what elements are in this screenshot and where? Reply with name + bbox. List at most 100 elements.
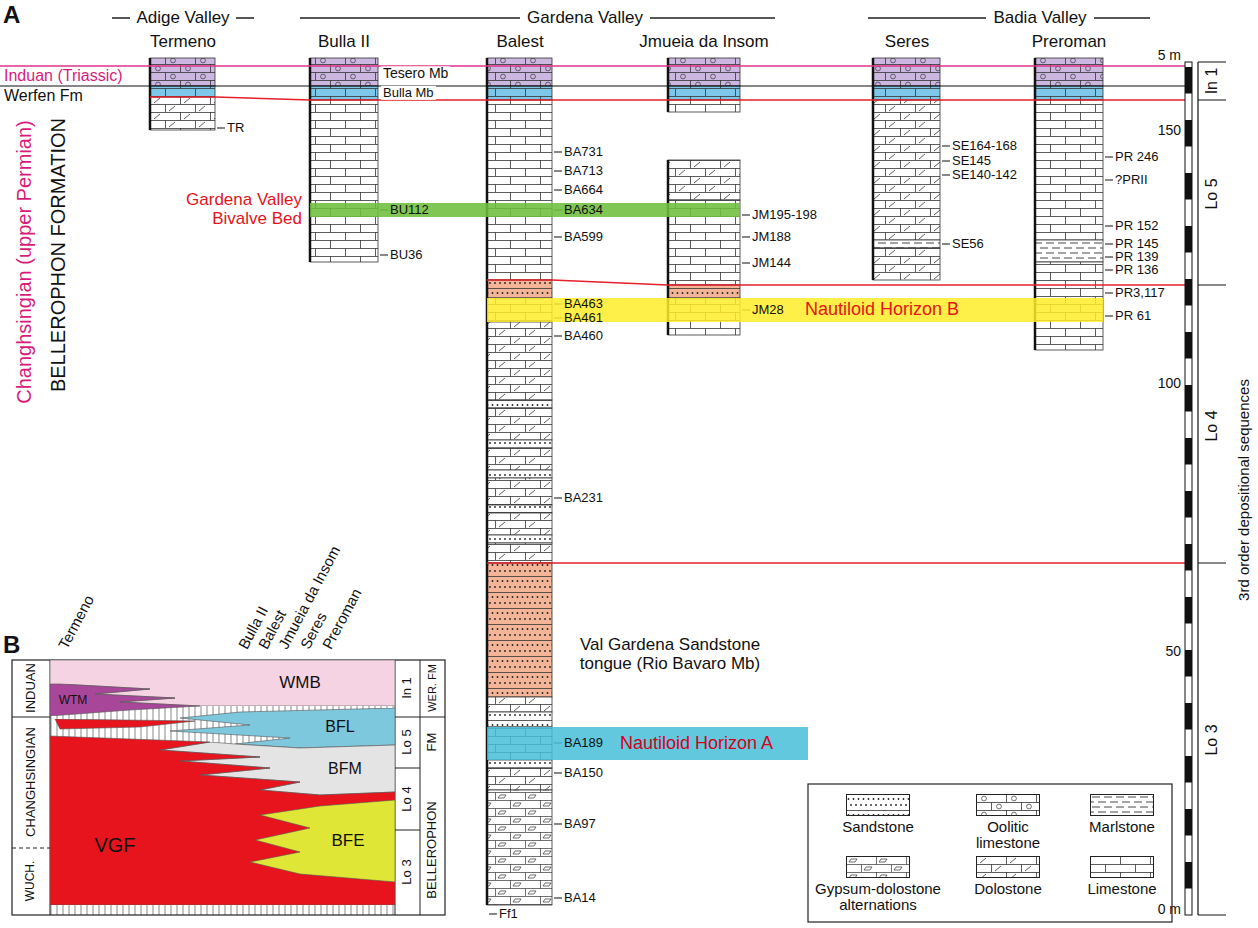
facies-region: WTM [50,684,200,716]
scale-label: 5 m [1158,48,1181,63]
legend-swatch [977,795,1040,816]
sample-label: BA150 [564,766,603,780]
sample-label: JM188 [752,230,791,244]
sequence-label: Lo 4 [1203,410,1221,441]
sample-label: Ff1 [499,907,518,921]
legend-text: Oolitic limestone [953,819,1063,851]
column-balest [487,322,552,400]
node-label: Nautiloid Horizon B [805,300,959,320]
legend-item: Limestone [1072,856,1172,897]
legend-item: Marlstone [1072,794,1172,835]
sample-label: ?PRII [1115,173,1148,187]
sample-label: SE145 [952,154,991,168]
sample-label: BA231 [564,491,603,505]
node-label: BFM [328,760,362,778]
legend-frame [808,784,1172,922]
sample-label: TR [227,121,244,135]
formation-label: Werfen Fm [4,87,83,105]
valley-header: Adige Valley [136,9,229,28]
sequence-label: Lo 5 [1203,178,1221,209]
stage-label: INDUAN [24,663,38,713]
legend-swatch [976,794,1040,816]
column-seres [873,58,940,86]
column-termeno [150,58,215,86]
column-balest [487,86,552,100]
legend-item: Gypsum-dolostone alternations [813,856,943,913]
column-balest [487,58,552,86]
column-balest [487,478,552,505]
horizon-band: Nautiloid Horizon A [487,727,808,760]
formation-label: BELLEROPHON [425,801,439,899]
node-label: Nautiloid Horizon A [620,734,773,754]
legend-text: Limestone [1072,881,1172,897]
column-termeno [150,86,215,97]
legend-swatch [1091,795,1154,816]
facies-shape [50,684,200,716]
sample-label: BA463 [564,297,603,311]
sample-label: JM144 [752,256,791,270]
sample-label: BA664 [564,183,603,197]
sequence-label: Lo 5 [400,729,414,754]
column-balest [487,505,552,513]
legend-swatch [1091,857,1154,878]
sample-label: BA189 [564,736,603,750]
scale-bar [1185,62,1192,915]
column-balest [487,100,552,280]
legend-swatch [846,856,910,878]
sample-label: BA731 [564,145,603,159]
valley-header: Badia Valley [993,9,1086,28]
section-name: Termeno [55,593,97,652]
legend-swatch [1090,856,1154,878]
sample-label: BA461 [564,311,603,325]
legend-item: Sandstone [814,794,942,835]
column-termeno [150,97,215,130]
sequence-label: Lo 3 [1203,724,1221,755]
scale-label: 100 [1158,376,1181,391]
legend-text: Sandstone [814,819,942,835]
sequence-label: Lo 4 [400,786,414,811]
scale-label: 150 [1158,123,1181,138]
sample-label: PR3,117 [1115,286,1165,300]
legend-swatch [847,857,910,878]
column-bulla [310,58,378,86]
scale-label: 50 [1165,644,1181,659]
legend-frame [808,784,1172,922]
formation-label: WER. FM [426,664,438,712]
column-balest [487,697,552,712]
sequence-bar [1198,62,1226,915]
sample-label: SE164-168 [952,139,1017,153]
legend-text: Dolostone [953,881,1063,897]
sample-label: PR 152 [1115,219,1158,233]
sample-label: BA599 [564,230,603,244]
sample-label: JM195-198 [752,208,817,222]
stage-label: CHANGHSINGIAN [24,727,38,837]
column-preroman [1035,100,1103,240]
column-preroman [1035,86,1103,100]
legend-text: Gypsum-dolostone alternations [813,881,943,913]
column-balest [487,543,552,563]
column-bulla [310,100,378,262]
member-label: Bulla Mb [381,86,436,100]
column-balest [487,470,552,478]
legend-swatch [847,795,910,816]
legend-swatch [1090,794,1154,816]
stage-label: Changhsingian (upper Permian) [13,120,35,404]
formation-label: FM [425,733,439,752]
boundary-line [0,66,1192,563]
column-seres [873,100,940,240]
section-name: Jmueia da Insom [639,33,768,52]
section-name: Seres [885,33,929,52]
column-seres [873,240,940,248]
panel-letter: A [3,2,20,28]
column-termeno [150,58,215,130]
panel-frame [50,660,395,915]
column-preroman [1035,240,1103,262]
column-balest [487,58,552,905]
panel-frame [12,848,50,849]
sample-label: JM28 [752,303,784,317]
boundary-line [0,85,1192,86]
sample-label: BA97 [564,817,596,831]
scale-label: 0 m [1158,902,1181,917]
valley-header: Gardena Valley [527,9,643,28]
node-label: WMB [279,674,321,693]
